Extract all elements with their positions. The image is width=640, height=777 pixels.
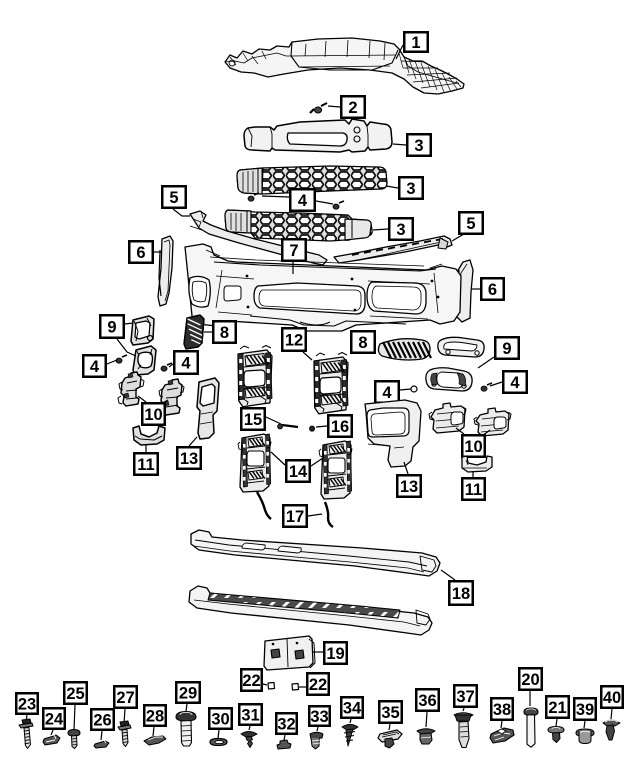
svg-text:1: 1	[411, 34, 420, 52]
svg-text:19: 19	[326, 645, 344, 663]
svg-text:27: 27	[116, 689, 134, 707]
svg-text:8: 8	[220, 324, 229, 342]
svg-text:4: 4	[181, 354, 191, 372]
svg-text:4: 4	[298, 192, 308, 210]
svg-text:9: 9	[107, 318, 116, 336]
svg-text:28: 28	[146, 707, 164, 725]
svg-text:5: 5	[466, 215, 475, 233]
svg-text:34: 34	[343, 699, 362, 717]
svg-text:26: 26	[93, 711, 111, 729]
svg-text:33: 33	[310, 708, 328, 726]
svg-text:10: 10	[464, 438, 482, 456]
svg-text:12: 12	[285, 331, 303, 349]
svg-text:22: 22	[309, 676, 327, 694]
svg-text:4: 4	[510, 374, 520, 392]
svg-text:8: 8	[358, 334, 367, 352]
svg-text:39: 39	[576, 701, 594, 719]
svg-text:23: 23	[18, 695, 36, 713]
svg-text:25: 25	[66, 685, 84, 703]
svg-text:37: 37	[456, 688, 474, 706]
svg-text:5: 5	[169, 189, 178, 207]
svg-text:21: 21	[548, 699, 566, 717]
svg-text:18: 18	[452, 585, 470, 603]
svg-text:36: 36	[418, 692, 436, 710]
svg-text:24: 24	[45, 710, 64, 728]
svg-text:6: 6	[488, 281, 497, 299]
svg-text:3: 3	[414, 137, 423, 155]
svg-text:22: 22	[242, 672, 260, 690]
svg-text:30: 30	[211, 710, 229, 728]
svg-text:11: 11	[137, 456, 154, 474]
svg-text:13: 13	[400, 478, 418, 496]
svg-text:32: 32	[277, 715, 295, 733]
svg-text:10: 10	[144, 406, 162, 424]
svg-text:3: 3	[406, 180, 415, 198]
svg-text:17: 17	[286, 508, 304, 526]
svg-text:38: 38	[493, 701, 511, 719]
svg-text:16: 16	[331, 418, 349, 436]
svg-text:29: 29	[179, 684, 197, 702]
svg-text:40: 40	[603, 689, 621, 707]
svg-text:7: 7	[289, 242, 298, 260]
svg-text:11: 11	[465, 481, 482, 499]
svg-text:15: 15	[244, 411, 262, 429]
svg-text:2: 2	[348, 99, 357, 117]
svg-text:9: 9	[502, 340, 511, 358]
svg-text:4: 4	[382, 384, 392, 402]
svg-text:14: 14	[289, 463, 308, 481]
svg-text:35: 35	[381, 704, 399, 722]
svg-text:31: 31	[241, 706, 259, 724]
svg-text:20: 20	[521, 671, 539, 689]
svg-text:4: 4	[90, 358, 100, 376]
svg-text:3: 3	[396, 221, 405, 239]
svg-text:13: 13	[180, 450, 198, 468]
svg-text:6: 6	[136, 244, 145, 262]
